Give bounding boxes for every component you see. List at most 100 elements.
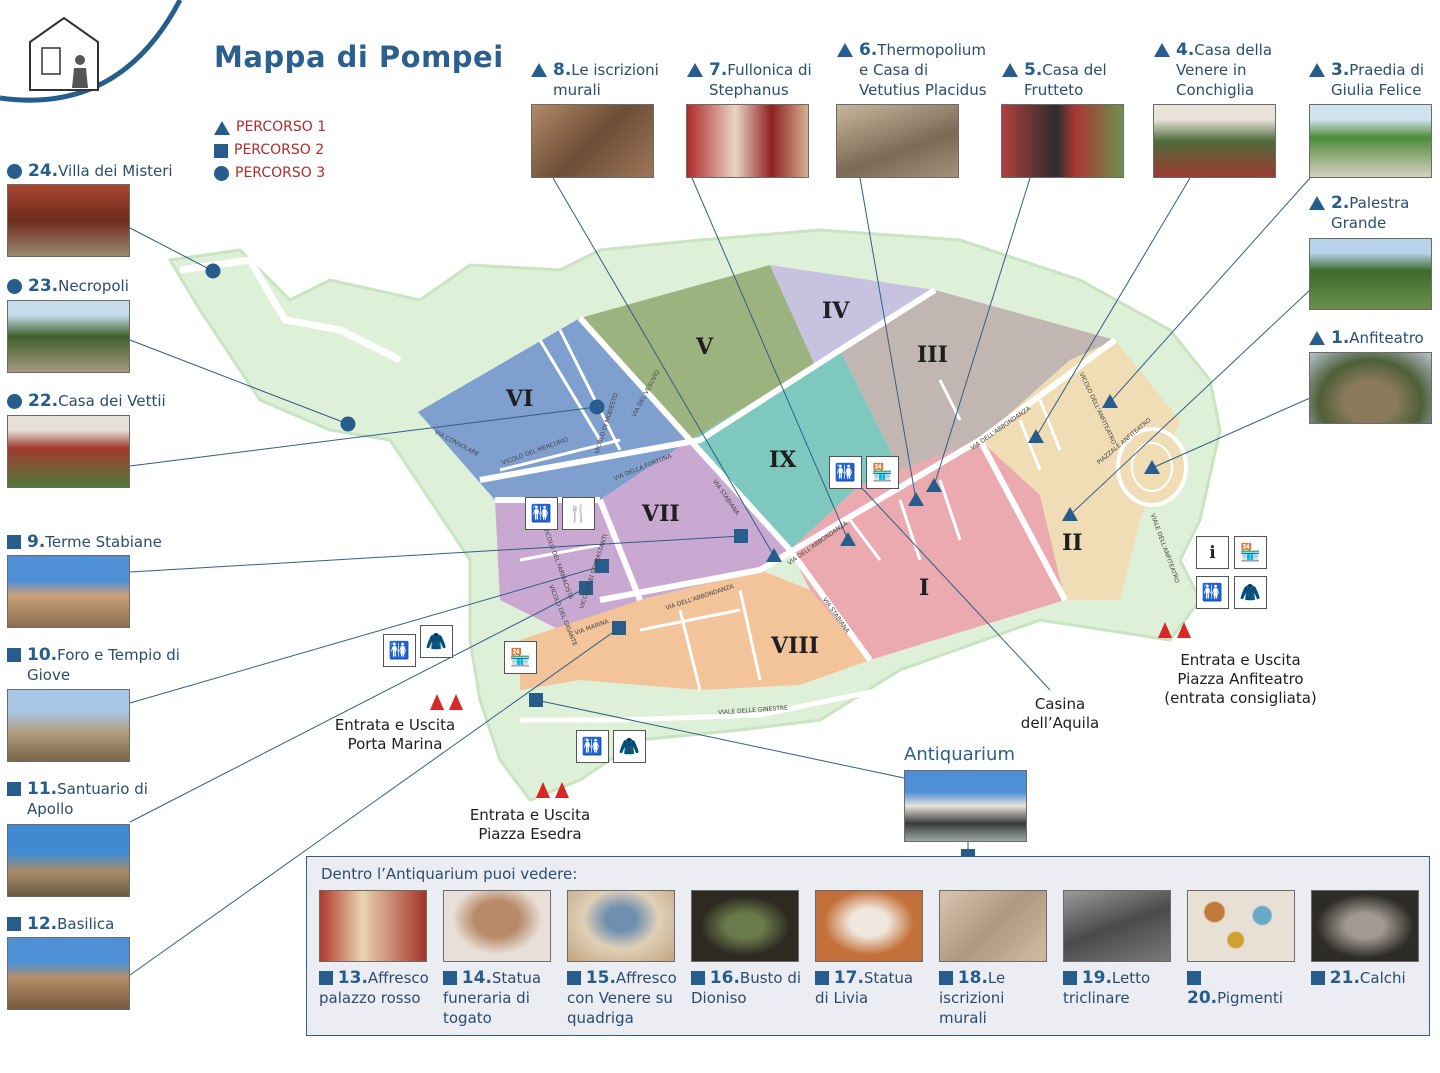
- district-i-area: [790, 440, 1065, 660]
- triangle-icon: [214, 120, 230, 135]
- poi-22[interactable]: 22.Casa dei Vettii: [7, 391, 187, 411]
- poi-9[interactable]: 9.Terme Stabiane: [7, 532, 187, 552]
- triangle-icon: [837, 43, 853, 57]
- district-ii: II: [1062, 530, 1083, 556]
- marker-6: [908, 492, 924, 506]
- entrance-porta-marina: Entrata e Uscita Porta Marina: [334, 716, 456, 753]
- marker-4: [1028, 429, 1044, 443]
- antiquarium-item-17[interactable]: 17.Statua di Livia: [815, 890, 927, 1008]
- photo-iscrizioni: [939, 890, 1047, 962]
- photo-busto-dioniso: [691, 890, 799, 962]
- poi-name: Basilica: [57, 915, 115, 933]
- poi-10[interactable]: 10.Foro e Tempio di Giove: [7, 645, 187, 685]
- shop-icon: 🏪: [866, 456, 899, 489]
- square-icon: [7, 535, 21, 549]
- triangle-icon: [1309, 331, 1325, 345]
- triangle-icon: [1309, 63, 1325, 77]
- square-icon: [691, 971, 705, 985]
- marker-24: [205, 263, 221, 279]
- marker-1: [1144, 460, 1160, 474]
- restroom-icon: 🚻: [1196, 576, 1229, 609]
- antiquarium-panel: Dentro l’Antiquarium puoi vedere: 13.Aff…: [306, 856, 1430, 1036]
- district-iv: IV: [822, 298, 850, 324]
- poi-name: Le iscrizioni murali: [553, 61, 659, 99]
- restroom-icon: 🚻: [576, 730, 609, 763]
- district-ix-area: [690, 350, 900, 550]
- photo-casa-frutteto: [1001, 104, 1124, 178]
- poi-3[interactable]: 3.Praedia di Giulia Felice: [1309, 60, 1440, 100]
- antiquarium-item-16[interactable]: 16.Busto di Dioniso: [691, 890, 803, 1008]
- district-viii: VIII: [771, 633, 819, 659]
- district-ix: IX: [769, 447, 797, 473]
- photo-palestra-grande: [1309, 238, 1432, 310]
- district-v: V: [696, 334, 714, 360]
- marker-10: [595, 559, 609, 573]
- square-icon: [443, 971, 457, 985]
- triangle-icon: [687, 63, 703, 77]
- route-markers: [205, 263, 1160, 863]
- poi-4[interactable]: 4.Casa della Venere in Conchiglia: [1154, 40, 1274, 100]
- marker-7: [840, 532, 856, 546]
- photo-fullonica: [686, 104, 809, 178]
- cloakroom-icon: 🧥: [420, 625, 453, 658]
- antiquarium-item-19[interactable]: 19.Letto triclinare: [1063, 890, 1175, 1008]
- antiquarium-item-20[interactable]: 20.Pigmenti: [1187, 890, 1299, 1008]
- photo-villa-misteri: [7, 184, 130, 257]
- photo-casa-vettii: [7, 415, 130, 488]
- antiquarium-item-13[interactable]: 13.Affresco palazzo rosso: [319, 890, 431, 1008]
- antiquarium-item-21[interactable]: 21.Calchi: [1311, 890, 1423, 988]
- triangle-icon: [1309, 196, 1325, 210]
- photo-terme-stabiane: [7, 555, 130, 628]
- antiquarium-item-14[interactable]: 14.Statua funeraria di togato: [443, 890, 555, 1028]
- shop-icon: 🏪: [504, 641, 537, 674]
- poi-1[interactable]: 1.Anfiteatro: [1309, 328, 1434, 348]
- poi-12[interactable]: 12.Basilica: [7, 914, 187, 934]
- bookshop-icon: 🏪: [1234, 536, 1267, 569]
- photo-statua-livia: [815, 890, 923, 962]
- antiquarium-item-18[interactable]: 18.Le iscrizioni murali: [939, 890, 1051, 1028]
- square-icon: [7, 917, 21, 931]
- circle-icon: [7, 394, 22, 409]
- poi-name: Necropoli: [58, 277, 129, 295]
- square-icon: [1311, 971, 1325, 985]
- antiquarium-title: Antiquarium: [904, 744, 1015, 765]
- poi-8[interactable]: 8.Le iscrizioni murali: [531, 60, 671, 100]
- marker-2: [1062, 507, 1078, 521]
- entrance-arrows: [1158, 622, 1191, 638]
- poi-7[interactable]: 7.Fullonica di Stephanus: [687, 60, 817, 100]
- photo-praedia: [1309, 104, 1432, 178]
- poi-11[interactable]: 11.Santuario di Apollo: [7, 779, 187, 819]
- photo-calchi: [1311, 890, 1419, 962]
- poi-name: Casa dei Vettii: [58, 392, 166, 410]
- marker-12: [612, 621, 626, 635]
- map-title: Mappa di Pompei: [214, 40, 504, 74]
- antiquarium-item-15[interactable]: 15.Affresco con Venere su quadriga: [567, 890, 679, 1028]
- marker-8: [766, 548, 782, 562]
- poi-6[interactable]: 6.Thermopolium e Casa di Vetutius Placid…: [837, 40, 987, 100]
- legend-label-route-1: PERCORSO 1: [236, 119, 327, 135]
- poi-5[interactable]: 5.Casa del Frutteto: [1002, 60, 1122, 100]
- legend: PERCORSO 1 PERCORSO 2 PERCORSO 3: [214, 116, 326, 185]
- poi-23[interactable]: 23.Necropoli: [7, 276, 167, 296]
- poi-24[interactable]: 24.Villa dei Misteri: [7, 161, 197, 181]
- photo-pigmenti: [1187, 890, 1295, 962]
- info-restroom-icon: 🚻: [525, 497, 558, 530]
- district-iii: III: [917, 342, 948, 368]
- poi-name: Santuario di Apollo: [27, 780, 148, 818]
- photo-foro: [7, 689, 130, 762]
- entrance-piazza-anfiteatro: Entrata e Uscita Piazza Anfiteatro (entr…: [1164, 651, 1317, 707]
- poi-name: Foro e Tempio di Giove: [27, 646, 180, 684]
- circle-icon: [7, 164, 22, 179]
- poi-2[interactable]: 2.Palestra Grande: [1309, 193, 1434, 233]
- district-iii-area: [840, 290, 1115, 470]
- square-icon: [7, 782, 21, 796]
- poi-name: Palestra Grande: [1331, 194, 1410, 232]
- info-point-icon: ℹ: [1196, 536, 1229, 569]
- poi-name: Thermopolium e Casa di Vetutius Placidus: [859, 41, 987, 99]
- logo: [0, 0, 183, 103]
- poi-name: Anfiteatro: [1349, 329, 1424, 347]
- poi-name: Casa della Venere in Conchiglia: [1176, 41, 1273, 99]
- photo-antiquarium: [904, 770, 1027, 842]
- legend-label-route-3: PERCORSO 3: [235, 165, 326, 181]
